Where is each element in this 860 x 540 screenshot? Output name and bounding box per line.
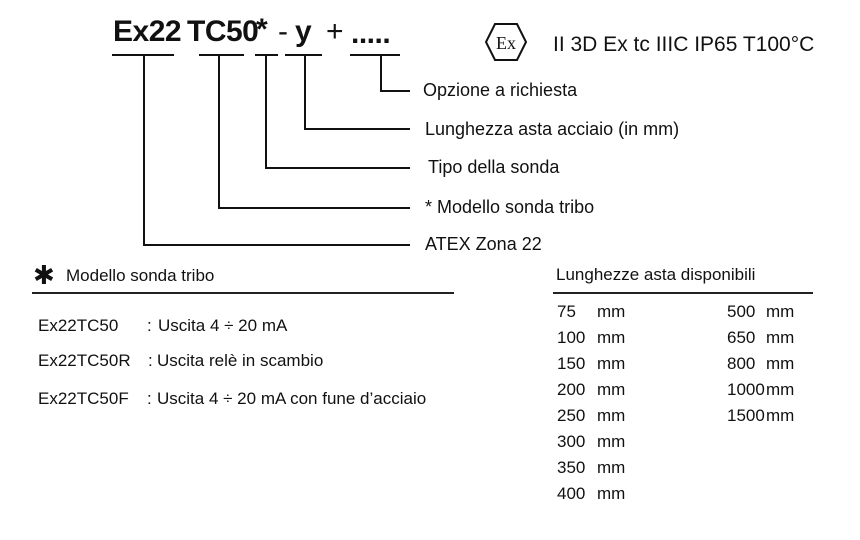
model-sep-2: : bbox=[148, 351, 153, 370]
length-value-a-0: 75 bbox=[557, 302, 576, 321]
model-code-3: Ex22TC50F bbox=[38, 389, 129, 408]
model-section-divider bbox=[32, 292, 454, 294]
code-star: * bbox=[256, 13, 268, 46]
model-section-title: Modello sonda tribo bbox=[66, 266, 215, 285]
length-unit-a-2: mm bbox=[597, 354, 626, 373]
length-unit-a-6: mm bbox=[597, 458, 626, 477]
length-unit-a-1: mm bbox=[597, 328, 626, 347]
code-y: y bbox=[295, 15, 312, 48]
code-dots: ..... bbox=[351, 17, 391, 50]
ex-hexagon-icon: Ex bbox=[484, 23, 528, 61]
model-sep-1: : bbox=[147, 316, 152, 335]
lengths-divider bbox=[553, 292, 813, 294]
length-unit-a-3: mm bbox=[597, 380, 626, 399]
length-unit-a-5: mm bbox=[597, 432, 626, 451]
model-desc-2: Uscita relè in scambio bbox=[157, 351, 324, 370]
code-dash: - bbox=[278, 15, 288, 48]
length-value-b-3: 1000 bbox=[727, 380, 765, 399]
length-unit-b-3: mm bbox=[766, 380, 795, 399]
length-unit-a-7: mm bbox=[597, 484, 626, 503]
model-desc-3: Uscita 4 ÷ 20 mA con fune d’acciaio bbox=[157, 389, 427, 408]
length-unit-b-4: mm bbox=[766, 406, 795, 425]
length-value-a-3: 200 bbox=[557, 380, 586, 399]
legend-model: * Modello sonda tribo bbox=[425, 197, 595, 217]
length-value-b-2: 800 bbox=[727, 354, 756, 373]
length-value-b-0: 500 bbox=[727, 302, 756, 321]
legend-atex: ATEX Zona 22 bbox=[425, 234, 542, 254]
length-value-a-4: 250 bbox=[557, 406, 586, 425]
legend-probe-type: Tipo della sonda bbox=[428, 157, 560, 177]
code-plus: + bbox=[326, 15, 344, 48]
length-value-a-7: 400 bbox=[557, 484, 586, 503]
model-desc-1: Uscita 4 ÷ 20 mA bbox=[158, 316, 288, 335]
ex-mark-text: Ex bbox=[496, 33, 516, 53]
model-sep-3: : bbox=[147, 389, 152, 408]
asterisk-icon: ✱ bbox=[33, 260, 55, 290]
length-unit-b-0: mm bbox=[766, 302, 795, 321]
legend-option: Opzione a richiesta bbox=[423, 80, 578, 100]
legend-rod-length: Lunghezza asta acciaio (in mm) bbox=[425, 119, 680, 139]
length-unit-a-0: mm bbox=[597, 302, 626, 321]
model-code-1: Ex22TC50 bbox=[38, 316, 119, 335]
length-unit-b-1: mm bbox=[766, 328, 795, 347]
length-value-b-4: 1500 bbox=[727, 406, 765, 425]
length-value-a-6: 350 bbox=[557, 458, 586, 477]
length-unit-b-2: mm bbox=[766, 354, 795, 373]
certification-text: II 3D Ex tc IIIC IP65 T100°C bbox=[553, 33, 815, 56]
length-unit-a-4: mm bbox=[597, 406, 626, 425]
code-model: TC50 bbox=[187, 15, 259, 48]
code-prefix: Ex22 bbox=[113, 15, 182, 48]
lengths-title: Lunghezze asta disponibili bbox=[556, 265, 756, 284]
model-code-2: Ex22TC50R bbox=[38, 351, 131, 370]
length-value-b-1: 650 bbox=[727, 328, 756, 347]
length-value-a-1: 100 bbox=[557, 328, 586, 347]
length-value-a-5: 300 bbox=[557, 432, 586, 451]
length-value-a-2: 150 bbox=[557, 354, 586, 373]
